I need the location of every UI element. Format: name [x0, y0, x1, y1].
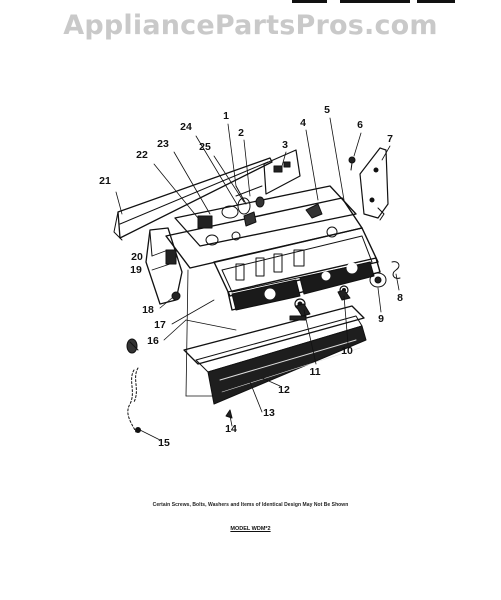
- callout-22: 22: [136, 149, 148, 161]
- end-bracket-right: [359, 147, 389, 221]
- end-bracket-left: [145, 227, 183, 305]
- callout-11: 11: [309, 366, 320, 378]
- callout-7: 7: [387, 133, 393, 145]
- clip-16: [126, 338, 139, 354]
- callout-15: 15: [158, 437, 170, 449]
- control-console: [213, 227, 381, 317]
- callout-2: 2: [238, 127, 244, 139]
- callout-8: 8: [397, 292, 403, 304]
- control-knob-shaft: [235, 185, 265, 215]
- model-label: MODEL WDM*2: [230, 526, 271, 532]
- callout-17: 17: [154, 319, 166, 331]
- footnote: Certain Screws, Bolts, Washers and Items…: [152, 502, 349, 508]
- screw-14: [225, 409, 233, 419]
- callout-3: 3: [282, 139, 288, 151]
- callout-23: 23: [157, 138, 169, 150]
- callout-21: 21: [99, 175, 111, 187]
- callout-1: 1: [223, 110, 229, 122]
- watermark: AppliancePartsPros.com: [63, 10, 438, 41]
- callout-20: 20: [131, 251, 143, 263]
- switch-bracket: [263, 149, 301, 195]
- callout-25: 25: [199, 141, 211, 153]
- callout-13: 13: [263, 407, 275, 419]
- callout-18: 18: [142, 304, 154, 316]
- callout-10: 10: [341, 345, 353, 357]
- callout-4: 4: [300, 117, 306, 129]
- header-rule: [292, 0, 457, 4]
- rear-trim-rod: [113, 157, 273, 241]
- callout-labels: 1234567891011121314151617181920212223242…: [99, 104, 403, 449]
- callout-5: 5: [324, 104, 330, 116]
- callout-6: 6: [357, 119, 363, 131]
- callout-24: 24: [180, 121, 192, 133]
- knob-9: [369, 261, 401, 288]
- wire-harness: [127, 367, 139, 433]
- leader-lines: [115, 117, 400, 441]
- screw-6: [348, 156, 356, 171]
- callout-9: 9: [378, 313, 384, 325]
- callout-19: 19: [130, 264, 142, 276]
- callout-12: 12: [278, 384, 290, 396]
- front-trim: [183, 305, 367, 405]
- callout-14: 14: [225, 423, 237, 435]
- callout-16: 16: [147, 335, 159, 347]
- back-panel: [165, 185, 363, 269]
